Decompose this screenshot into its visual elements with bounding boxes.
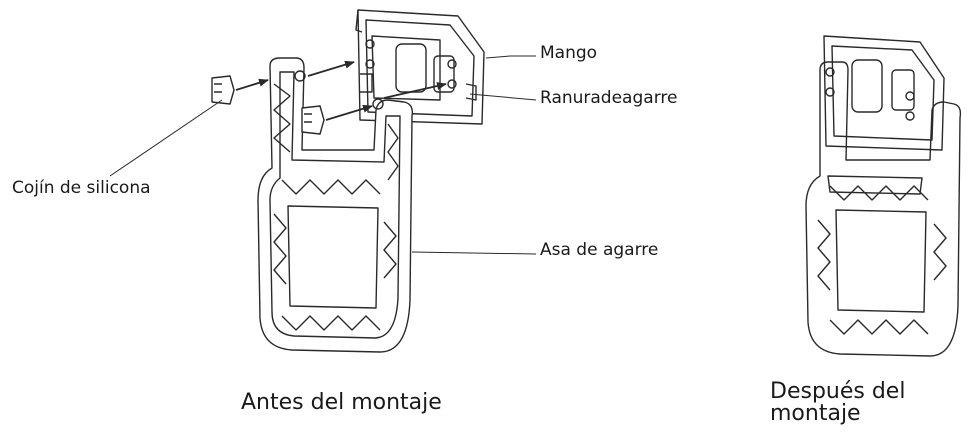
cushion-seat-upper [294, 70, 306, 82]
grip-handle-part [257, 57, 414, 353]
leader-silicone-cushion [109, 99, 223, 177]
arrow-frame-to-handle-lower [383, 82, 447, 99]
handle-part [355, 9, 485, 125]
arrow-cushion-to-frame [235, 78, 269, 91]
silicone-cushion-piece-upper [211, 75, 235, 105]
leader-lines [109, 55, 537, 255]
leader-grip-slot [469, 93, 537, 101]
after-assembly-caption: Después del montaje [770, 379, 906, 426]
silicone-cushion-label: Cojín de silicona [12, 178, 151, 198]
cushion-seat-lower [372, 98, 384, 110]
before-assembly-caption: Antes del montaje [241, 390, 442, 415]
leader-handle [485, 55, 536, 59]
arrow-frame-to-handle-upper [307, 60, 355, 77]
silicone-cushion-piece-lower [301, 105, 325, 135]
grip-slot-label: Ranuradeagarre [540, 88, 678, 108]
handle-label: Mango [540, 43, 598, 63]
leader-grip-handle [411, 251, 537, 255]
arrow-cushion-to-slot [325, 104, 373, 121]
grip-handle-label: Asa de agarre [540, 240, 659, 260]
assembly-arrows [235, 60, 447, 121]
after-assembly-drawing [805, 35, 962, 357]
before-assembly-drawing [211, 9, 485, 353]
